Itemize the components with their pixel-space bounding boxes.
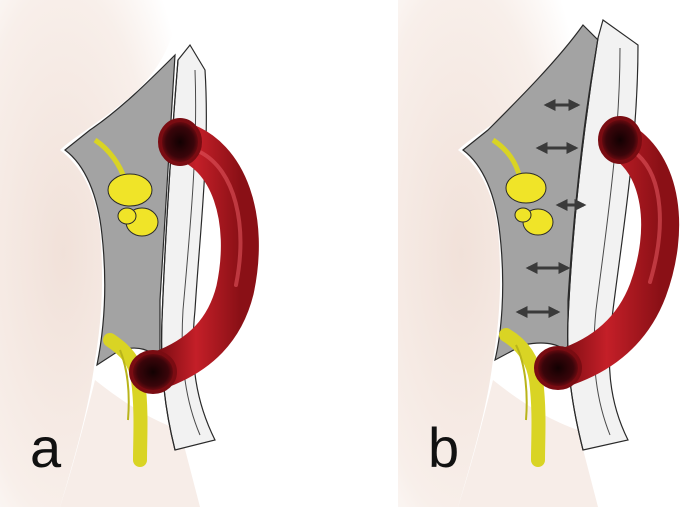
vessel-lumen-lower [129,350,177,394]
vessel-highlight [636,153,662,284]
nerve-main [499,328,546,467]
vessel-lumen-upper [158,118,202,166]
skin-lower-region [458,380,598,507]
nerve-branch [515,344,528,421]
skin-lower-region [60,380,200,507]
vessel-highlight [198,150,243,287]
panel-label-b: b [428,416,460,479]
skin-region [398,0,578,507]
dissection-space [64,53,176,367]
gland-lobe-small [514,207,532,223]
skin-region [0,0,180,507]
fascia-inner-edge [567,37,599,451]
vessel-lumen-lower [534,346,582,390]
gland-lobe-small [117,207,137,225]
panel-label-a: a [30,416,62,479]
gland-lobe-upper [107,173,153,207]
nerve-branch [119,349,130,421]
panel-b [398,0,680,507]
panel-a [0,0,259,507]
vessel-lumen-upper [598,116,642,164]
gland-lobe-upper [505,172,547,204]
retraction-arrows [515,99,587,318]
